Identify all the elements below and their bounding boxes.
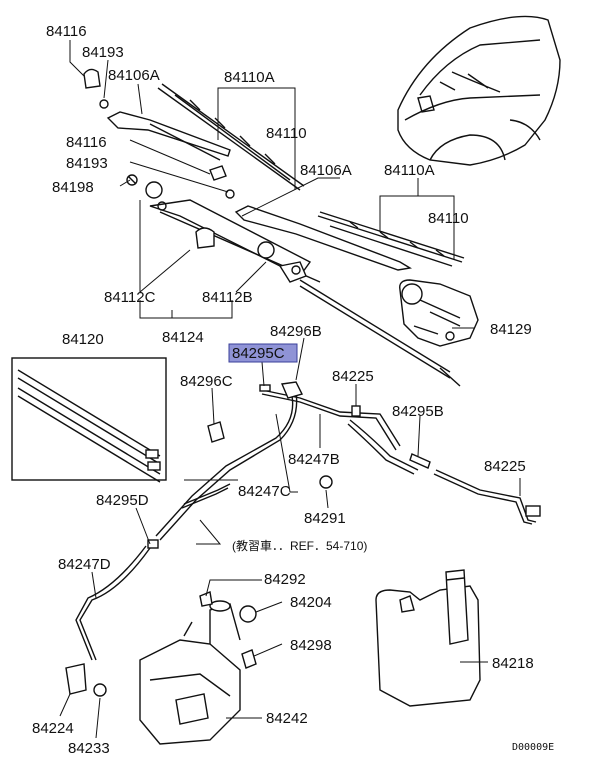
label-84129[interactable]: 84129 (490, 321, 532, 338)
leader-lines (59, 40, 521, 739)
label-84291[interactable]: 84291 (304, 510, 346, 527)
label-84247D[interactable]: 84247D (58, 556, 111, 573)
label-84112C[interactable]: 84112C (104, 289, 156, 306)
label-84233[interactable]: 84233 (68, 740, 110, 757)
label-84110A[interactable]: 84110A (224, 69, 275, 86)
grommet-84291 (319, 475, 333, 489)
blade-rubber-box (11, 357, 167, 483)
wiper-blade-left (157, 83, 305, 191)
nut-84198 (126, 174, 138, 186)
label-84193-mid[interactable]: 84193 (66, 155, 108, 172)
label-84296C[interactable]: 84296C (180, 373, 233, 390)
grommet-84233 (93, 683, 107, 697)
label-84112B[interactable]: 84112B (202, 289, 253, 306)
wiper-motor-84129 (399, 279, 479, 347)
wiper-linkage-84124 (145, 181, 461, 387)
clip-84296B (280, 381, 304, 399)
vehicle-illustration (397, 15, 561, 166)
label-84242[interactable]: 84242 (266, 710, 308, 727)
label-84295B[interactable]: 84295B (392, 403, 444, 420)
label-84247C[interactable]: 84247C (238, 483, 291, 500)
joint-84295B (409, 453, 431, 469)
clip-84296C (207, 421, 225, 443)
wiper-arm-left (106, 111, 231, 161)
label-84224[interactable]: 84224 (32, 720, 74, 737)
label-84198[interactable]: 84198 (52, 179, 94, 196)
cap-84193-mid (209, 165, 227, 181)
label-84296B[interactable]: 84296B (270, 323, 322, 340)
drawing-code: D00009E (512, 742, 554, 753)
nozzle-84225 (525, 505, 541, 517)
label-84110[interactable]: 84110 (266, 125, 307, 142)
label-84193[interactable]: 84193 (82, 44, 124, 61)
washer-pump-84224 (65, 663, 87, 695)
label-84124[interactable]: 84124 (162, 329, 204, 346)
part-labels: 84116 84193 84106A 84110A 84110 84116 84… (32, 23, 554, 757)
label-84106A[interactable]: 84106A (108, 67, 160, 84)
joint-84295D (147, 539, 159, 549)
label-84116[interactable]: 84116 (46, 23, 87, 40)
label-84106A-right[interactable]: 84106A (300, 162, 352, 179)
wiper-blade-right (317, 211, 465, 267)
label-84204[interactable]: 84204 (290, 594, 332, 611)
washer-tank-84242 (139, 600, 241, 745)
nut-84116 (99, 99, 109, 109)
nut-small (225, 189, 235, 199)
label-84298[interactable]: 84298 (290, 637, 332, 654)
label-84110A-right[interactable]: 84110A (384, 162, 435, 179)
wiper-arm-right (234, 205, 412, 271)
label-84116-mid[interactable]: 84116 (66, 134, 107, 151)
seal-84204 (239, 605, 257, 623)
joint-84295C (259, 384, 271, 392)
cap-84193 (83, 68, 101, 89)
washer-tank-84218 (375, 569, 481, 707)
ref-note: (教習車．．REF．54-710) (232, 538, 367, 553)
label-84120[interactable]: 84120 (62, 331, 104, 348)
label-84225-right[interactable]: 84225 (484, 458, 526, 475)
bolt-84298 (241, 649, 257, 669)
label-84295C[interactable]: 84295C (232, 345, 285, 362)
highlight-84295C (228, 343, 298, 363)
label-84110-right[interactable]: 84110 (428, 210, 469, 227)
label-84295D[interactable]: 84295D (96, 492, 149, 509)
connector-84225 (351, 405, 361, 417)
label-84218[interactable]: 84218 (492, 655, 534, 672)
label-84292[interactable]: 84292 (264, 571, 306, 588)
label-84225[interactable]: 84225 (332, 368, 374, 385)
label-84247B[interactable]: 84247B (288, 451, 340, 468)
